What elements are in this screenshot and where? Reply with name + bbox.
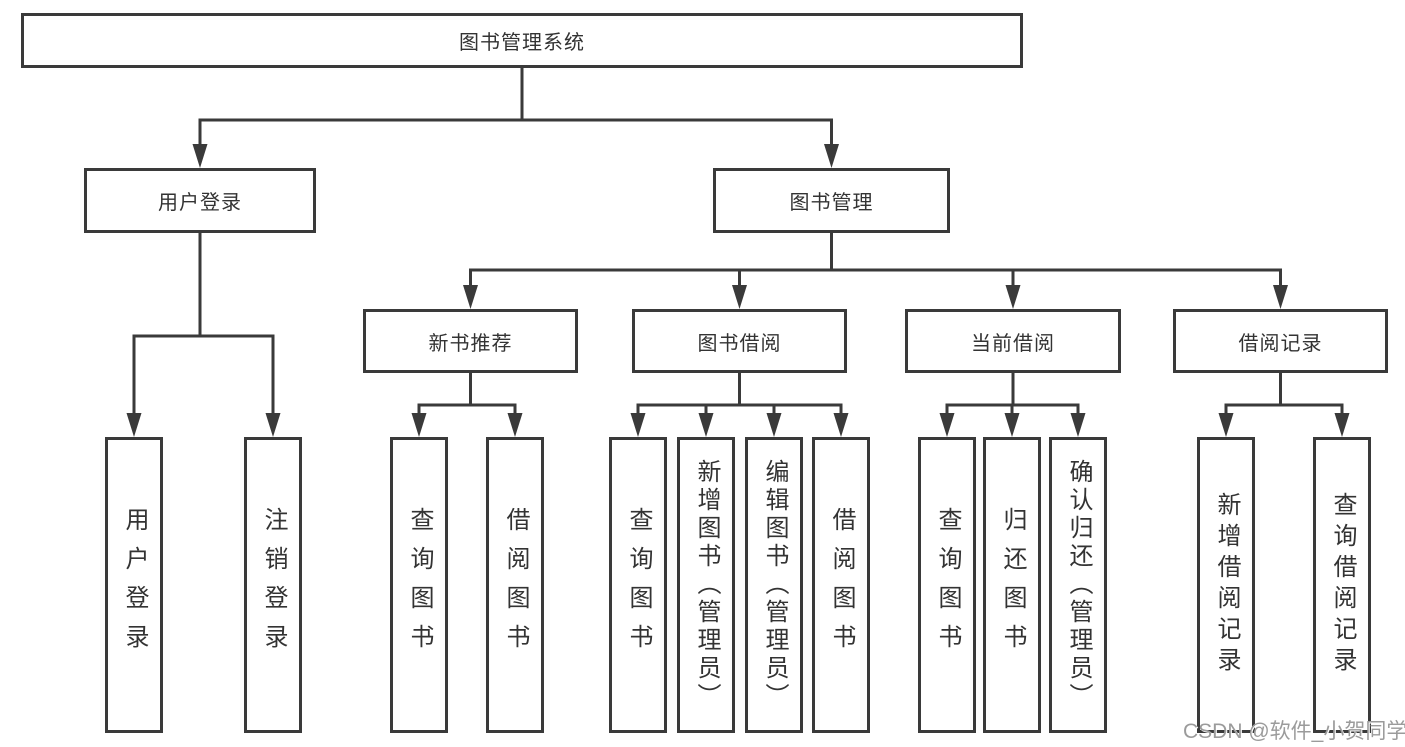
leaf-edit-books-admin: 编辑图书（管理员） (745, 437, 803, 733)
node-current-borrow: 当前借阅 (905, 309, 1121, 373)
leaf-borrow-books: 借阅图书 (812, 437, 870, 733)
node-book-management: 图书管理 (713, 168, 950, 233)
leaf-logout: 注销登录 (244, 437, 302, 733)
leaf-query-books-recommend: 查询图书 (390, 437, 448, 733)
node-root: 图书管理系统 (21, 13, 1023, 68)
watermark: CSDN @软件_小贺同学 (1183, 720, 1405, 743)
node-new-book-recommend: 新书推荐 (363, 309, 578, 373)
leaf-user-login: 用户登录 (105, 437, 163, 733)
node-borrow-records: 借阅记录 (1173, 309, 1388, 373)
leaf-return-books: 归还图书 (983, 437, 1041, 733)
leaf-query-borrow-record: 查询借阅记录 (1313, 437, 1371, 733)
node-user-login: 用户登录 (84, 168, 316, 233)
leaf-query-books-current: 查询图书 (918, 437, 976, 733)
leaf-borrow-books-recommend: 借阅图书 (486, 437, 544, 733)
node-book-borrow: 图书借阅 (632, 309, 847, 373)
leaf-query-books-borrow: 查询图书 (609, 437, 667, 733)
leaf-confirm-return-admin: 确认归还（管理员） (1049, 437, 1107, 733)
leaf-add-books-admin: 新增图书（管理员） (677, 437, 735, 733)
leaf-add-borrow-record: 新增借阅记录 (1197, 437, 1255, 733)
